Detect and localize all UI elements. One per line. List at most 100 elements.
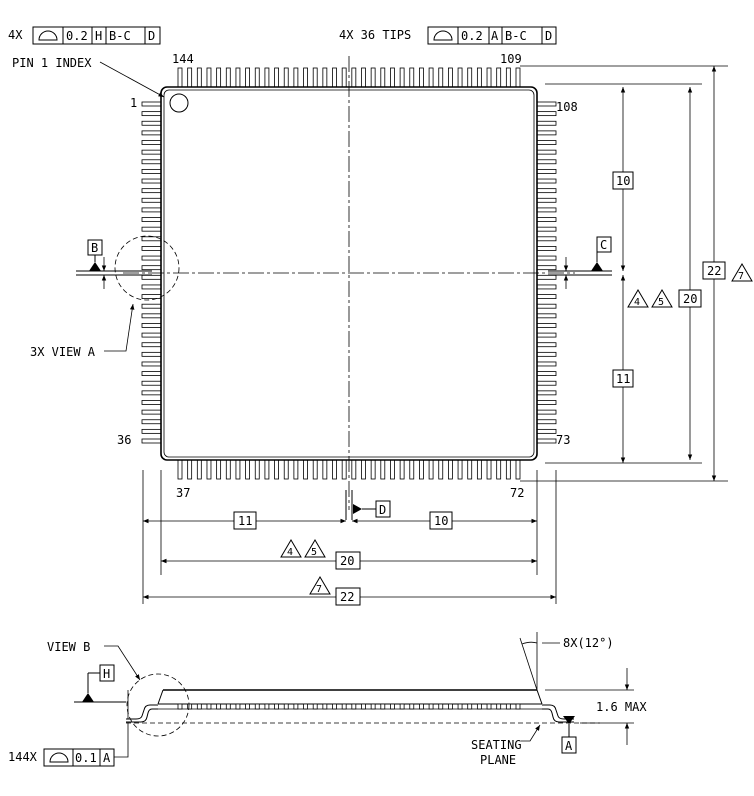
pin-rows (141, 67, 557, 480)
pin-lead-top (177, 67, 183, 88)
datum-a: A (561, 716, 577, 754)
pin-lead-left (141, 197, 162, 203)
datum-letter: A (565, 739, 573, 753)
pin-lead-top (206, 67, 212, 88)
pin-lead-left (141, 101, 162, 107)
pin-lead-left (141, 294, 162, 299)
datum-letter: H (103, 667, 110, 681)
pin-lead-right (536, 140, 557, 145)
pin-lead-side (409, 703, 415, 710)
pin-lead-side (283, 703, 289, 710)
pin-number: 73 (556, 433, 570, 447)
dim-value: 22 (707, 264, 721, 278)
dim-bottom-left: 11 (233, 511, 257, 530)
pin-lead-side (361, 703, 366, 710)
pin-lead-top (187, 67, 193, 88)
dim-right-overall: 22 7 (702, 261, 753, 282)
fcf-datum: B-C (505, 29, 527, 43)
pin-lead-side (235, 703, 241, 710)
pin-lead-bottom (225, 459, 231, 480)
pin-lead-top (351, 67, 357, 88)
pin-lead-left (141, 313, 162, 319)
pin-lead-left (141, 168, 162, 174)
pin-lead-right (536, 226, 557, 232)
pin-number: 144 (172, 52, 194, 66)
pin-lead-left (141, 332, 162, 338)
pin-lead-top (361, 67, 366, 88)
note-number: 5 (658, 297, 664, 308)
pin-lead-bottom (196, 459, 202, 480)
pin-lead-left (141, 265, 162, 271)
pin-lead-side (496, 703, 502, 710)
fcf-datum: B-C (109, 29, 131, 43)
seating-plane-label: SEATING (471, 738, 522, 752)
pin-lead-left (141, 207, 162, 213)
pin-lead-top (515, 67, 521, 88)
pin-lead-right (536, 380, 557, 386)
pin-lead-bottom (399, 459, 405, 480)
pin-lead-bottom (380, 459, 386, 480)
pin-lead-side (370, 703, 376, 710)
pin-lead-side (303, 703, 308, 710)
pin-lead-right (536, 303, 557, 309)
pin-lead-bottom (419, 459, 424, 480)
datum-letter: C (600, 238, 607, 252)
pin-lead-side (332, 703, 337, 710)
pin-lead-right (536, 294, 557, 299)
fcf-datum: D (545, 29, 552, 43)
pin-lead-right (536, 419, 557, 425)
profile-symbol-icon (38, 30, 58, 41)
datum-letter: D (379, 503, 386, 517)
dim-value: 22 (340, 590, 354, 604)
pin-lead-bottom (206, 459, 212, 480)
pin-lead-left (141, 438, 162, 444)
pin-number: 72 (510, 486, 524, 500)
pin-lead-bottom (312, 459, 318, 480)
pin-lead-left (141, 140, 162, 145)
pin-lead-side (457, 703, 463, 710)
pin-lead-left (141, 217, 162, 222)
dim-bottom-right: 10 (429, 511, 453, 530)
pin-lead-right (536, 409, 557, 415)
datum-letter: B (91, 241, 98, 255)
pin-lead-left (141, 255, 162, 261)
pin-lead-top (409, 67, 415, 88)
pin-lead-side (419, 703, 424, 710)
pin-lead-top (447, 67, 453, 88)
fcf-top-right: 4X 36 TIPS 0.2 A B-C D (339, 26, 557, 45)
pin-lead-side (187, 703, 193, 710)
dim-right-lower: 11 (612, 369, 634, 388)
view-a-label: 3X VIEW A (30, 345, 96, 359)
pin-lead-left (141, 284, 162, 290)
pin-lead-top (457, 67, 463, 88)
dim-value: 10 (434, 514, 448, 528)
pin-lead-right (536, 274, 557, 280)
pin-lead-side (225, 703, 231, 710)
dim-value: 11 (616, 372, 630, 386)
fcf-prefix: 4X (8, 28, 23, 42)
pin-lead-left (141, 303, 162, 309)
datum-d: D (345, 490, 391, 520)
pin-lead-right (536, 149, 557, 155)
pin-lead-top (419, 67, 424, 88)
pin-lead-top (293, 67, 299, 88)
pin-lead-side (293, 703, 299, 710)
pin-lead-bottom (370, 459, 376, 480)
pin-lead-side (245, 703, 251, 710)
pin-lead-side (476, 703, 482, 710)
pin-lead-top (496, 67, 502, 88)
pin-lead-right (536, 178, 557, 184)
pin-lead-left (141, 323, 162, 328)
dim-value: 20 (683, 292, 697, 306)
pin-lead-top (254, 67, 260, 88)
pin-lead-bottom (390, 459, 395, 480)
pin-lead-side (206, 703, 212, 710)
pin-lead-side (322, 703, 328, 710)
pin-lead-right (536, 332, 557, 338)
pin-lead-right (536, 371, 557, 377)
pin-lead-bottom (245, 459, 251, 480)
pin-lead-bottom (303, 459, 308, 480)
pin-lead-bottom (254, 459, 260, 480)
pin-lead-left (141, 274, 162, 280)
